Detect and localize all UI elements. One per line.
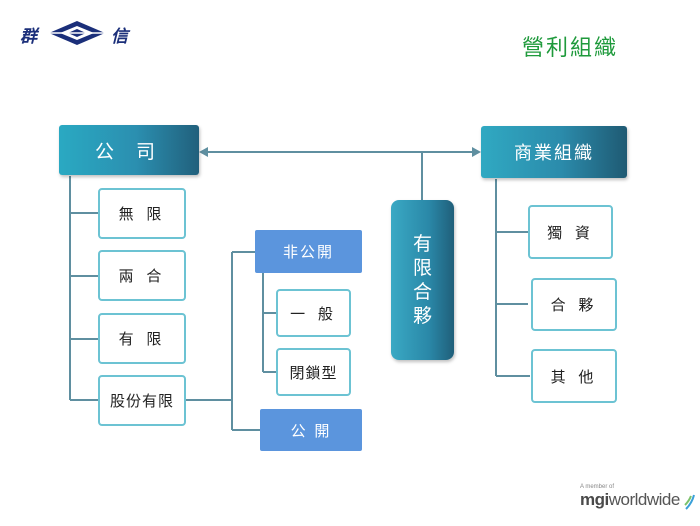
brand-mgi-text: mgi [580, 490, 609, 509]
business-header: 商業組織 [481, 126, 627, 178]
other-box: 其 他 [531, 349, 617, 403]
slide-title: 營利組織 [522, 36, 619, 61]
limited-company-box: 有 限 [98, 313, 186, 364]
general-box: 一 般 [276, 289, 351, 337]
llp-box: 有 限 合 夥 [391, 200, 454, 360]
llp-char-3: 合 [412, 281, 432, 303]
footer-brand-logo: mgiworldwide [580, 490, 696, 511]
logo-right-char: 信 [111, 27, 128, 47]
brand-worldwide-text: worldwide [608, 490, 681, 509]
partnership-box: 合 夥 [531, 278, 617, 331]
brand-swoosh-icon [684, 494, 695, 510]
closed-type-box: 閉鎖型 [276, 348, 351, 396]
footer-member-text: A member of [580, 484, 615, 490]
sole-proprietorship-box: 獨 資 [528, 205, 613, 259]
unlimited-company-box: 無 限 [98, 188, 186, 239]
public-box: 公 開 [260, 409, 362, 451]
company-logo: 群 信 [14, 20, 134, 47]
company-header: 公 司 [59, 125, 199, 175]
llp-char-1: 有 [412, 233, 432, 255]
llp-char-2: 限 [412, 257, 432, 279]
share-company-box: 股份有限 [98, 375, 186, 426]
non-public-box: 非公開 [255, 230, 362, 273]
arrow-left-icon [199, 147, 208, 157]
arrow-right-icon [472, 147, 481, 157]
llp-char-4: 夥 [412, 305, 432, 327]
logo-left-char: 群 [20, 27, 37, 47]
partnership-company-box: 兩 合 [98, 250, 186, 301]
logo-diamond-icon [49, 21, 105, 45]
